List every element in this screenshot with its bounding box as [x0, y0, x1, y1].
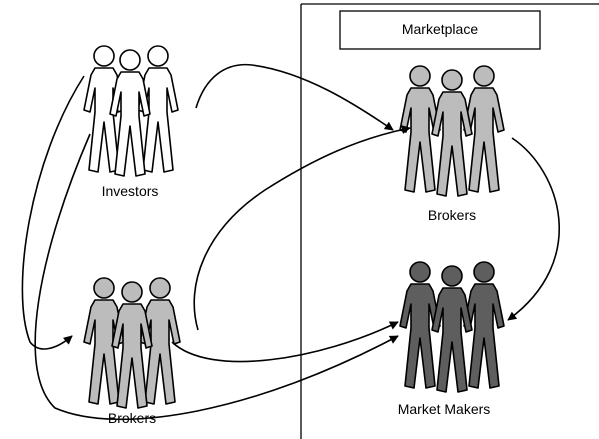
arrow-brokers-outside-to-market-makers: [171, 321, 399, 363]
investors-label: Investors: [102, 183, 159, 199]
arrow-investors-to-market-makers: [34, 133, 399, 421]
marketplace-title: Marketplace: [402, 21, 478, 37]
brokers-outside-label: Brokers: [108, 410, 156, 426]
marketplace-title-box: [339, 10, 541, 50]
brokers-marketplace-label: Brokers: [428, 207, 476, 223]
arrow-brokers-marketplace-to-market-makers: [507, 137, 560, 321]
investors-group-icon: [83, 45, 179, 177]
market-makers-label: Market Makers: [398, 401, 491, 417]
brokers-marketplace-group-icon: [399, 65, 505, 197]
arrow-investors-to-brokers-outside: [21, 75, 85, 350]
brokers-outside-group-icon: [83, 277, 181, 409]
market-makers-group-icon: [399, 261, 505, 393]
arrow-brokers-outside-to-brokers-marketplace: [193, 125, 411, 331]
arrow-investors-to-brokers-marketplace: [195, 63, 394, 131]
